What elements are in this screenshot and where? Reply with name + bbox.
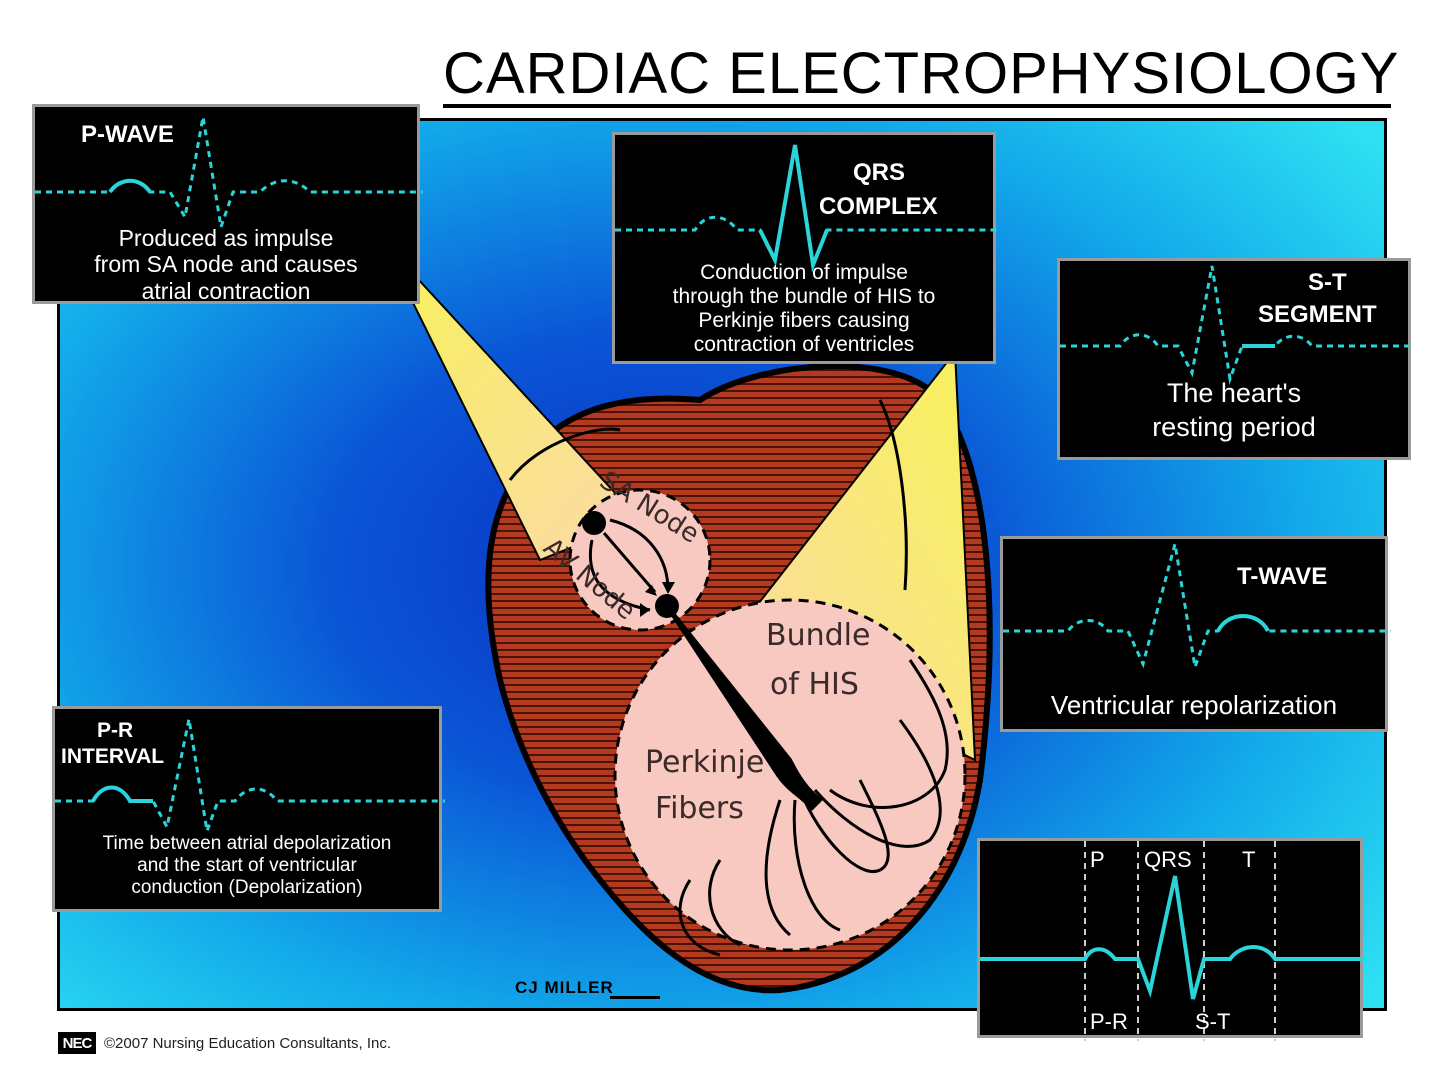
page-title: CARDIAC ELECTROPHYSIOLOGY: [443, 41, 1400, 106]
t-wave-description: Ventricular repolarization: [1003, 690, 1385, 721]
pr-desc-line: conduction (Depolarization): [131, 876, 363, 898]
t-wave-label: T-WAVE: [1237, 563, 1328, 590]
ecg-summary-panel: P QRS T P-R S-T: [977, 838, 1366, 1041]
summary-ecg: [980, 841, 1366, 1041]
p-wave-desc-line: from SA node and causes: [94, 251, 358, 278]
st-ecg: [1060, 265, 1414, 385]
summary-label-st: S-T: [1195, 1009, 1231, 1034]
pr-desc-line: and the start of ventricular: [137, 854, 357, 876]
st-desc-line: The heart's: [1166, 378, 1302, 408]
nec-logo: NEC: [58, 1032, 96, 1054]
p-wave-description: Produced as impulse from SA node and cau…: [35, 225, 417, 304]
perkinje-label-line1: Perkinje: [645, 745, 764, 780]
st-label-line1: S-T: [1308, 269, 1347, 296]
bundle-label-line2: of HIS: [770, 667, 859, 702]
st-segment-panel: S-T SEGMENT The heart's resting period: [1057, 258, 1414, 460]
p-wave-desc-line: Produced as impulse: [118, 225, 334, 251]
qrs-complex-panel: QRS COMPLEX Conduction of impulse throug…: [612, 132, 999, 364]
qrs-desc-line: Perkinje fibers causing: [698, 309, 910, 333]
summary-label-p: P: [1090, 847, 1105, 872]
pr-interval-panel: P-R INTERVAL Time between atrial depolar…: [52, 706, 445, 912]
sa-node-dot: [582, 511, 606, 535]
perkinje-label-line2: Fibers: [655, 791, 744, 826]
artist-signature: CJ MILLER: [515, 978, 614, 997]
pr-label-line2: INTERVAL: [61, 745, 165, 768]
summary-label-t: T: [1242, 847, 1256, 872]
pr-desc-line: Time between atrial depolarization: [102, 833, 392, 854]
pr-label-line1: P-R: [97, 719, 134, 742]
qrs-desc-line: Conduction of impulse: [700, 261, 908, 284]
p-wave-panel: P-WAVE Produced as impulse from SA node …: [32, 104, 423, 304]
pr-ecg: [55, 718, 445, 837]
st-desc-line: resting period: [1152, 411, 1316, 442]
bundle-label-line1: Bundle: [766, 618, 870, 653]
t-wave-desc-line: Ventricular repolarization: [1050, 690, 1338, 720]
pr-description: Time between atrial depolarization and t…: [55, 833, 439, 899]
signature-underline: [610, 996, 660, 999]
qrs-desc-line: contraction of ventricles: [693, 333, 915, 357]
footer: NEC ©2007 Nursing Education Consultants,…: [58, 1030, 391, 1056]
st-description: The heart's resting period: [1060, 377, 1408, 445]
t-wave-ecg: [1003, 543, 1391, 673]
qrs-description: Conduction of impulse through the bundle…: [615, 261, 993, 358]
p-wave-ecg: [35, 116, 423, 228]
bundle-of-his: [665, 604, 823, 811]
qrs-label-line1: QRS: [853, 159, 906, 186]
title-underline: [443, 104, 1391, 108]
t-wave-panel: T-WAVE Ventricular repolarization: [1000, 536, 1391, 732]
qrs-label-line2: COMPLEX: [819, 193, 938, 220]
st-label-line2: SEGMENT: [1258, 301, 1377, 328]
summary-label-qrs: QRS: [1144, 847, 1192, 872]
summary-label-pr: P-R: [1090, 1009, 1128, 1034]
p-wave-label: P-WAVE: [81, 121, 174, 148]
p-wave-desc-line: atrial contraction: [141, 277, 311, 304]
qrs-ecg: [615, 144, 999, 273]
copyright-text: ©2007 Nursing Education Consultants, Inc…: [104, 1034, 392, 1052]
qrs-desc-line: through the bundle of HIS to: [672, 285, 936, 309]
